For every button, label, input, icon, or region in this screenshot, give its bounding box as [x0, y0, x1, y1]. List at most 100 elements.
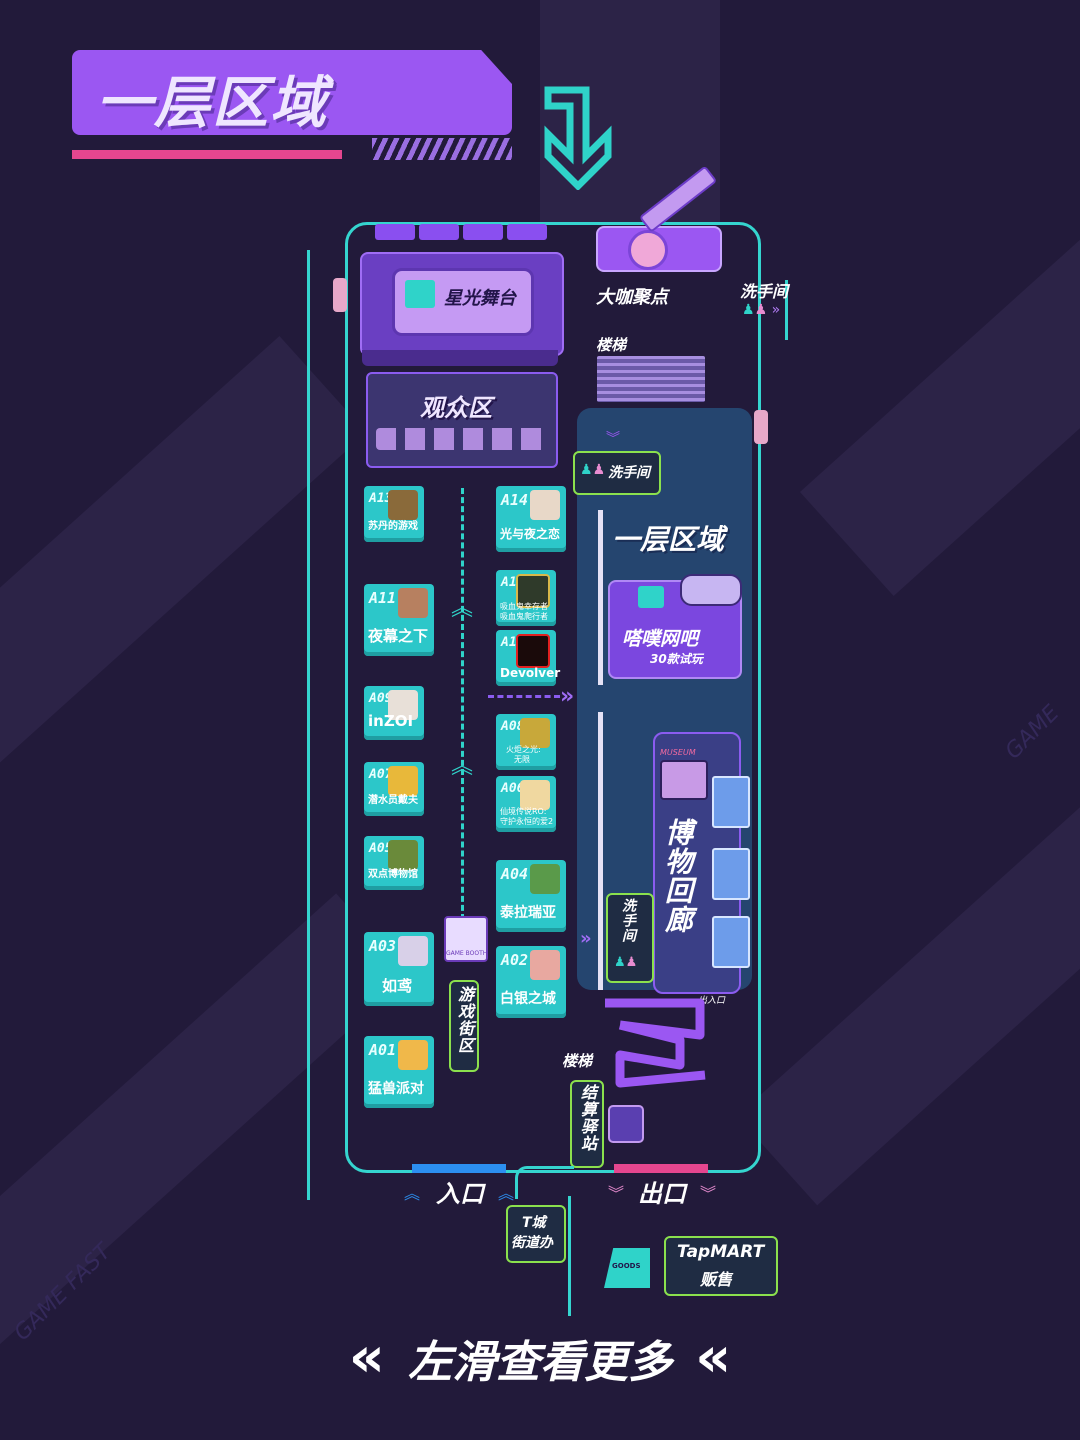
game-thumbnail	[398, 1040, 428, 1070]
booth-a01[interactable]: A01 猛兽派对	[364, 1036, 434, 1108]
seat-row	[376, 428, 546, 450]
tapmart-line1: TapMART	[677, 1242, 765, 1262]
booth-code: A05	[369, 841, 393, 856]
booth-code: A11	[369, 589, 397, 607]
booth-name: 如鸢	[382, 977, 413, 995]
corridor-line	[568, 1196, 571, 1316]
booth-code: A06	[501, 781, 525, 796]
booth-code: A14	[501, 491, 529, 509]
booth-name: 泰拉瑞亚	[500, 905, 556, 921]
tapmart-box[interactable]	[664, 1236, 778, 1296]
game-thumbnail	[520, 780, 550, 810]
stairs-bottom	[605, 998, 706, 1088]
corridor-line	[307, 250, 310, 1200]
booth-a14[interactable]: A14 光与夜之恋	[496, 486, 566, 552]
booth-a11[interactable]: A11 夜幕之下	[364, 584, 434, 656]
booth-code: A07	[369, 767, 393, 782]
booth-a10[interactable]: A10 Devolver	[496, 630, 560, 686]
booth-a12[interactable]: A12 吸血鬼幸存者吸血鬼爬行者	[496, 570, 556, 626]
side-marker	[333, 278, 347, 312]
game-thumbnail	[398, 936, 428, 966]
up-chevron-icon: ︽	[404, 1184, 421, 1203]
booth-code: A09	[369, 691, 393, 706]
stairs-label-top: 楼梯	[596, 336, 627, 354]
camera-icon	[660, 760, 708, 800]
booth-code: A08	[501, 719, 525, 734]
down-chevron-icon: ︾	[608, 1184, 625, 1203]
side-marker	[754, 410, 768, 444]
booth-name: 光与夜之恋	[500, 527, 561, 541]
booth-a08[interactable]: A08 火炬之光:无限	[496, 714, 556, 770]
game-thumbnail	[516, 634, 550, 668]
restroom-box-lower[interactable]	[606, 893, 654, 983]
game-thumbnail	[520, 718, 550, 748]
booth-code: A03	[369, 937, 397, 955]
game-thumbnail	[516, 574, 550, 608]
corridor-line	[785, 280, 788, 340]
booth-a09[interactable]: A09 inZOI	[364, 686, 424, 740]
booth-a03[interactable]: A03 如鸢	[364, 932, 434, 1006]
stage-label: 星光舞台	[444, 288, 516, 309]
museum-sign: MUSEUM	[660, 748, 696, 757]
stage-tab	[375, 224, 415, 240]
booth-a06[interactable]: A06 仙境传说RO:守护永恒的爱2	[496, 776, 556, 832]
restroom-box[interactable]	[573, 451, 661, 495]
audience-area	[366, 372, 558, 468]
title-hatch	[372, 138, 512, 160]
booth-name: Devolver	[500, 666, 561, 680]
museum-name: 博物回廊	[661, 818, 694, 934]
booth-name: 潜水员戴夫	[368, 795, 418, 806]
stage-tab	[463, 224, 503, 240]
down-chevron-icon: ︾	[606, 431, 620, 447]
right-chevrons-icon: »	[580, 928, 592, 949]
restroom-label-panel: 洗手间	[608, 465, 650, 481]
swipe-hint-text: 左滑查看更多	[408, 1336, 672, 1388]
up-chevrons-icon: ︽	[451, 754, 474, 779]
monitor-icon	[638, 586, 664, 608]
title-underline	[72, 150, 342, 159]
exit-bar	[614, 1164, 708, 1173]
game-thumbnail	[398, 588, 428, 618]
booth-code: A02	[501, 951, 529, 969]
arcade-label: 游戏街区	[455, 986, 474, 1054]
frame-icon	[712, 916, 750, 968]
checkout-label: 结算驿站	[578, 1084, 597, 1152]
crystal-icon	[712, 848, 750, 900]
booth-name: 仙境传说RO:守护永恒的爱2	[500, 807, 554, 826]
panel-divider	[598, 510, 603, 685]
booth-a07[interactable]: A07 潜水员戴夫	[364, 762, 424, 816]
game-booth-sign: GAME BOOTH	[446, 950, 488, 957]
game-thumbnail	[388, 766, 418, 796]
booth-a05[interactable]: A05 双点博物馆	[364, 836, 424, 890]
exit-label[interactable]: 出口	[638, 1180, 686, 1208]
booth-name: 夜幕之下	[368, 627, 429, 645]
stairs-top	[597, 356, 705, 402]
gamepad-icon	[680, 574, 742, 606]
booth-a04[interactable]: A04 泰拉瑞亚	[496, 860, 566, 932]
t-office-box[interactable]	[506, 1205, 566, 1263]
stage-tab	[507, 224, 547, 240]
up-chevrons-icon: ︽	[451, 596, 474, 621]
restroom-icon: ♟♟ »	[742, 302, 781, 318]
swipe-hint[interactable]: « 左滑查看更多 «	[0, 1325, 1080, 1395]
shopping-bag-icon	[604, 1248, 650, 1288]
game-thumbnail	[388, 490, 418, 520]
booth-code: A13	[369, 491, 393, 506]
panel-divider	[598, 712, 603, 990]
booth-a13[interactable]: A13 苏丹的游戏	[364, 486, 424, 542]
title-banner	[72, 50, 512, 135]
double-chevron-left-icon: «	[695, 1325, 732, 1390]
watermark-right: GAME	[1000, 700, 1065, 765]
up-chevron-icon: ︽	[498, 1184, 515, 1203]
checkout-box[interactable]	[570, 1080, 604, 1168]
down-arrow-icon	[544, 86, 612, 190]
stage-logo-icon	[405, 280, 435, 308]
entrance-label[interactable]: 入口	[436, 1180, 484, 1208]
game-thumbnail	[530, 490, 560, 520]
entrance-bar	[412, 1164, 506, 1173]
booth-a02[interactable]: A02 白银之城	[496, 946, 566, 1018]
restroom-icon: ♟♟	[614, 955, 638, 970]
arcade-box[interactable]	[449, 980, 479, 1072]
museum-exit-label: 出入口	[698, 996, 726, 1006]
booth-name: 火炬之光:无限	[506, 745, 541, 764]
